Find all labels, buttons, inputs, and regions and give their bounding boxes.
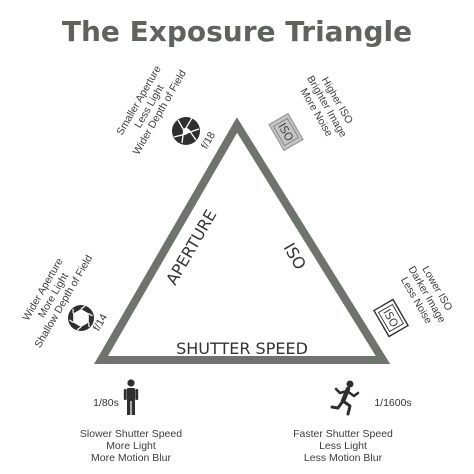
shutter-fast-value: 1/1600s bbox=[374, 397, 411, 409]
standing-person-icon bbox=[123, 379, 139, 415]
shutter-slow-line-3: More Motion Blur bbox=[91, 452, 171, 464]
aperture-wide-description: Wider Aperture More Light Shallow Depth … bbox=[20, 253, 95, 350]
shutter-fast-line-2: Less Light bbox=[319, 440, 367, 452]
iso-high-description: Higher ISO Brighter Image More Noise bbox=[298, 74, 356, 140]
iso-low-badge-icon: ISO bbox=[373, 298, 409, 338]
aperture-wide-icon bbox=[68, 305, 94, 331]
iso-high-badge-icon: ISO bbox=[268, 112, 304, 152]
aperture-small-icon bbox=[172, 117, 200, 145]
aperture-wide-value: f/14 bbox=[91, 312, 110, 333]
aperture-small-value: f/18 bbox=[199, 130, 218, 151]
shutter-fast-description: Faster Shutter Speed Less Light Less Mot… bbox=[293, 428, 393, 464]
exposure-triangle bbox=[94, 117, 391, 364]
shutter-fast-line-1: Faster Shutter Speed bbox=[293, 428, 393, 440]
iso-side-label: ISO bbox=[280, 240, 310, 273]
shutter-slow-line-2: More Light bbox=[106, 440, 156, 452]
shutter-slow-line-1: Slower Shutter Speed bbox=[80, 428, 182, 440]
shutter-fast-line-3: Less Motion Blur bbox=[304, 452, 383, 464]
page-title: The Exposure Triangle bbox=[62, 15, 412, 48]
shutter-slow-description: Slower Shutter Speed More Light More Mot… bbox=[80, 428, 182, 464]
shutter-speed-side-label: SHUTTER SPEED bbox=[176, 339, 308, 358]
shutter-slow-value: 1/80s bbox=[93, 397, 119, 409]
running-person-icon bbox=[330, 380, 360, 416]
